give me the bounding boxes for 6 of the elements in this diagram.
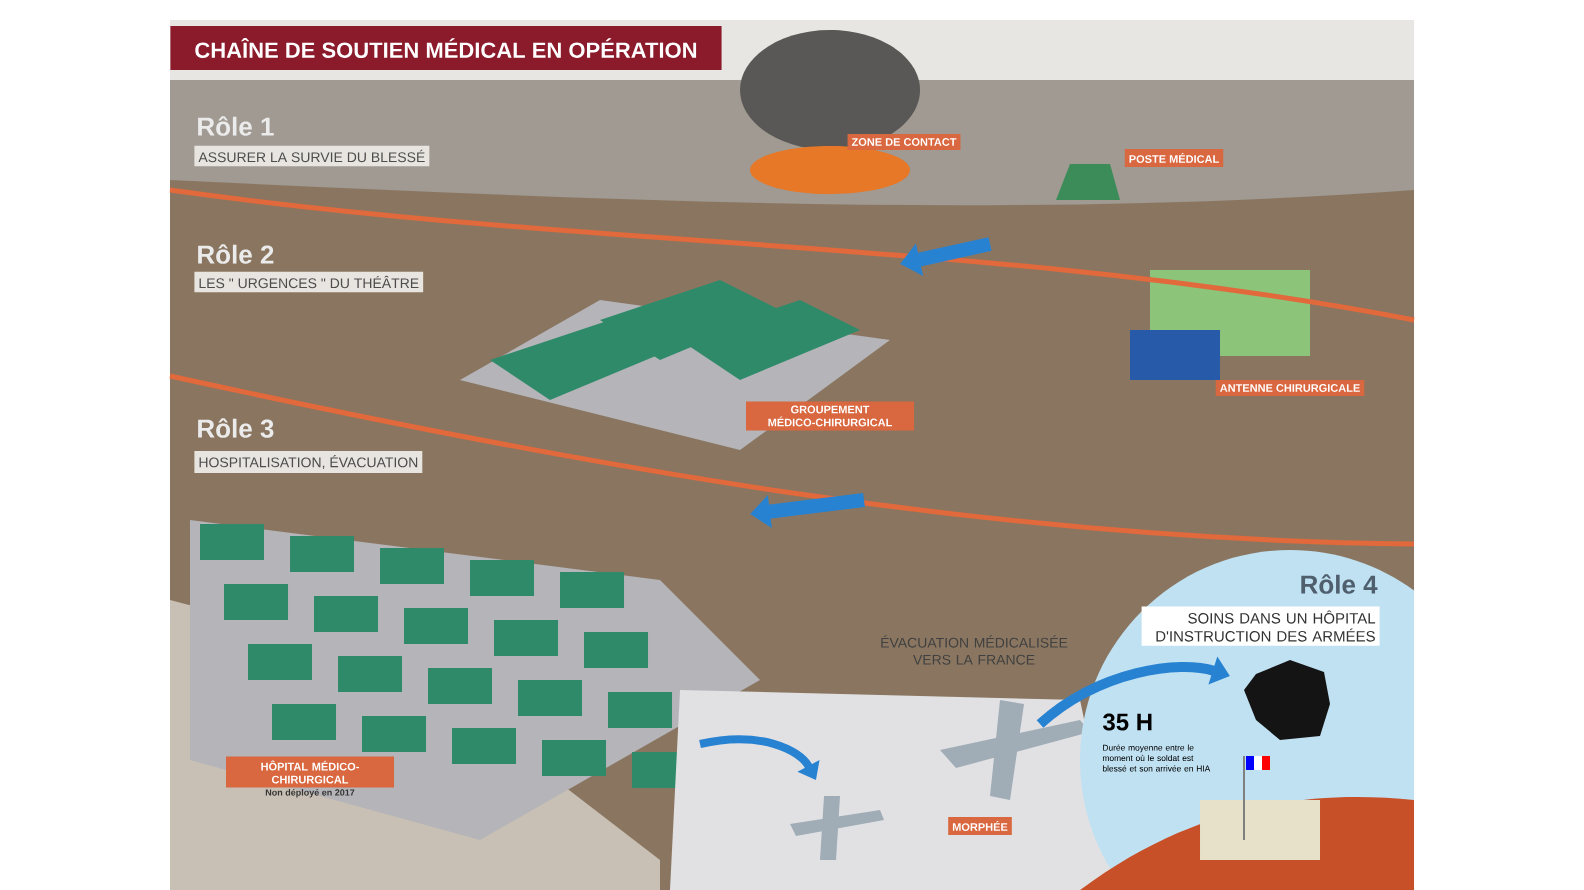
role-heading: Rôle 1 [198,116,274,136]
role-heading: Rôle 3 [198,418,274,438]
role-heading: Rôle 4 [1301,574,1378,594]
role-heading: Rôle 2 [198,244,274,264]
title-banner: CHAÎNE DE SOUTIEN MÉDICAL EN OPÉRATION [170,26,722,70]
duration-figure: 35 H [1103,713,1152,731]
